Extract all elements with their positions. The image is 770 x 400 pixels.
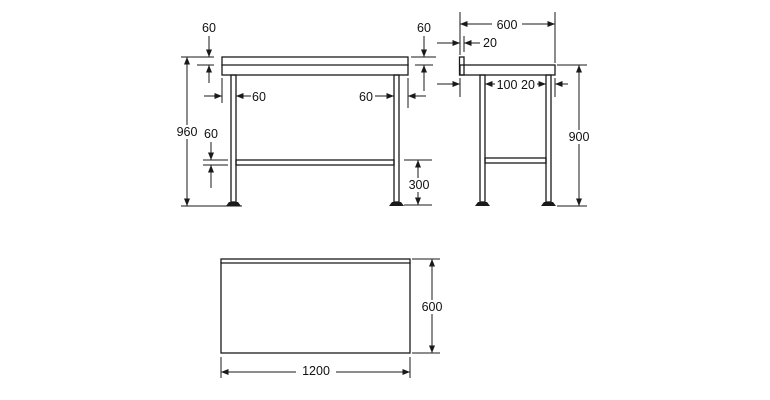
plan-extension-lines bbox=[220, 258, 440, 378]
front-left-leg bbox=[230, 74, 237, 203]
front-left-foot bbox=[226, 202, 241, 206]
dim-overall-height: 960 bbox=[172, 57, 202, 206]
dim-leg-inset-right: 60 bbox=[359, 90, 426, 104]
front-extension-lines bbox=[181, 56, 436, 207]
dim-shelf-height: 300 bbox=[403, 160, 435, 205]
plan-view: 600 1200 bbox=[220, 258, 447, 378]
dim-upstand-thickness: 20 bbox=[437, 36, 497, 50]
dim-working-height-label: 900 bbox=[569, 130, 590, 144]
dim-plan-length-label: 1200 bbox=[302, 364, 330, 378]
label-mask bbox=[417, 300, 447, 314]
dim-shelf-height-label: 300 bbox=[409, 178, 430, 192]
label-mask bbox=[172, 125, 202, 139]
dim-upstand-right-label: 60 bbox=[417, 21, 431, 35]
label-mask bbox=[403, 178, 435, 192]
dim-leg-inset-left: 60 bbox=[204, 90, 266, 104]
dim-leg-offset-front-label: 20 bbox=[521, 78, 535, 92]
side-elevation-view: 600 20 100 20 900 bbox=[437, 12, 595, 207]
front-undershelf bbox=[235, 159, 395, 166]
dim-depth-label: 600 bbox=[497, 18, 518, 32]
label-mask bbox=[563, 130, 595, 144]
label-mask bbox=[296, 364, 336, 378]
side-front-leg bbox=[545, 74, 552, 203]
dim-leg-offset-rear-label: 100 bbox=[497, 78, 518, 92]
dim-plan-depth-label: 600 bbox=[422, 300, 443, 314]
dim-shelf-thickness-label: 60 bbox=[204, 127, 218, 141]
dim-leg-offsets: 100 20 bbox=[437, 78, 568, 92]
dim-upstand-left: 60 bbox=[202, 21, 216, 83]
side-rail bbox=[484, 157, 547, 164]
dim-upstand-thickness-label: 20 bbox=[483, 36, 497, 50]
side-rear-leg bbox=[479, 74, 486, 203]
dim-shelf-thickness: 60 bbox=[204, 127, 218, 188]
dim-depth: 600 bbox=[460, 18, 555, 32]
dim-upstand-right: 60 bbox=[417, 21, 431, 91]
front-right-leg bbox=[393, 74, 400, 203]
side-tabletop bbox=[459, 64, 556, 76]
dim-upstand-left-label: 60 bbox=[202, 21, 216, 35]
dim-overall-height-label: 960 bbox=[177, 125, 198, 139]
plan-tabletop bbox=[220, 258, 411, 354]
front-elevation-view: 960 60 60 60 60 60 bbox=[172, 21, 436, 207]
dim-leg-inset-right-label: 60 bbox=[359, 90, 373, 104]
side-upstand bbox=[458, 56, 465, 76]
side-rear-foot bbox=[475, 202, 490, 206]
dim-working-height: 900 bbox=[563, 65, 595, 206]
side-extension-lines bbox=[459, 12, 587, 207]
dim-leg-inset-left-label: 60 bbox=[252, 90, 266, 104]
front-tabletop bbox=[221, 56, 409, 76]
dim-plan-depth: 600 bbox=[417, 259, 447, 353]
dim-plan-length: 1200 bbox=[221, 364, 410, 378]
front-right-foot bbox=[389, 202, 404, 206]
side-front-foot bbox=[541, 202, 556, 206]
label-mask bbox=[492, 18, 522, 32]
